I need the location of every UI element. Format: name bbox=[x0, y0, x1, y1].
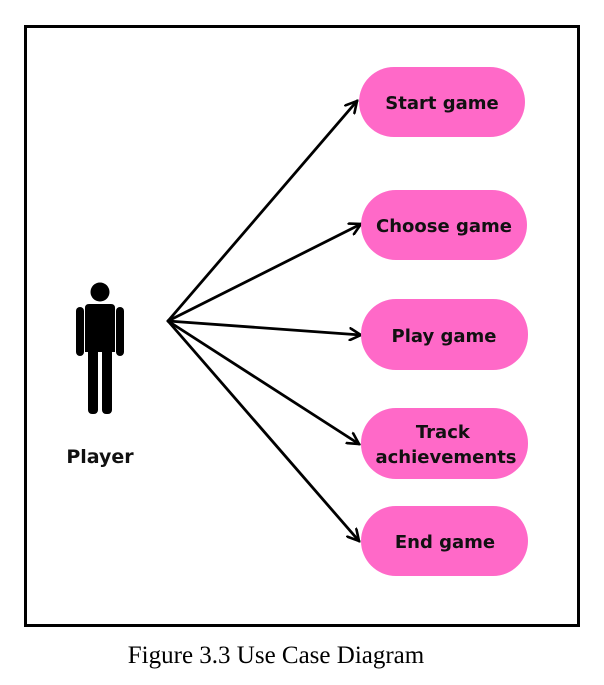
figure-caption: Figure 3.3 Use Case Diagram bbox=[127, 642, 425, 669]
diagram-frame bbox=[24, 25, 580, 627]
